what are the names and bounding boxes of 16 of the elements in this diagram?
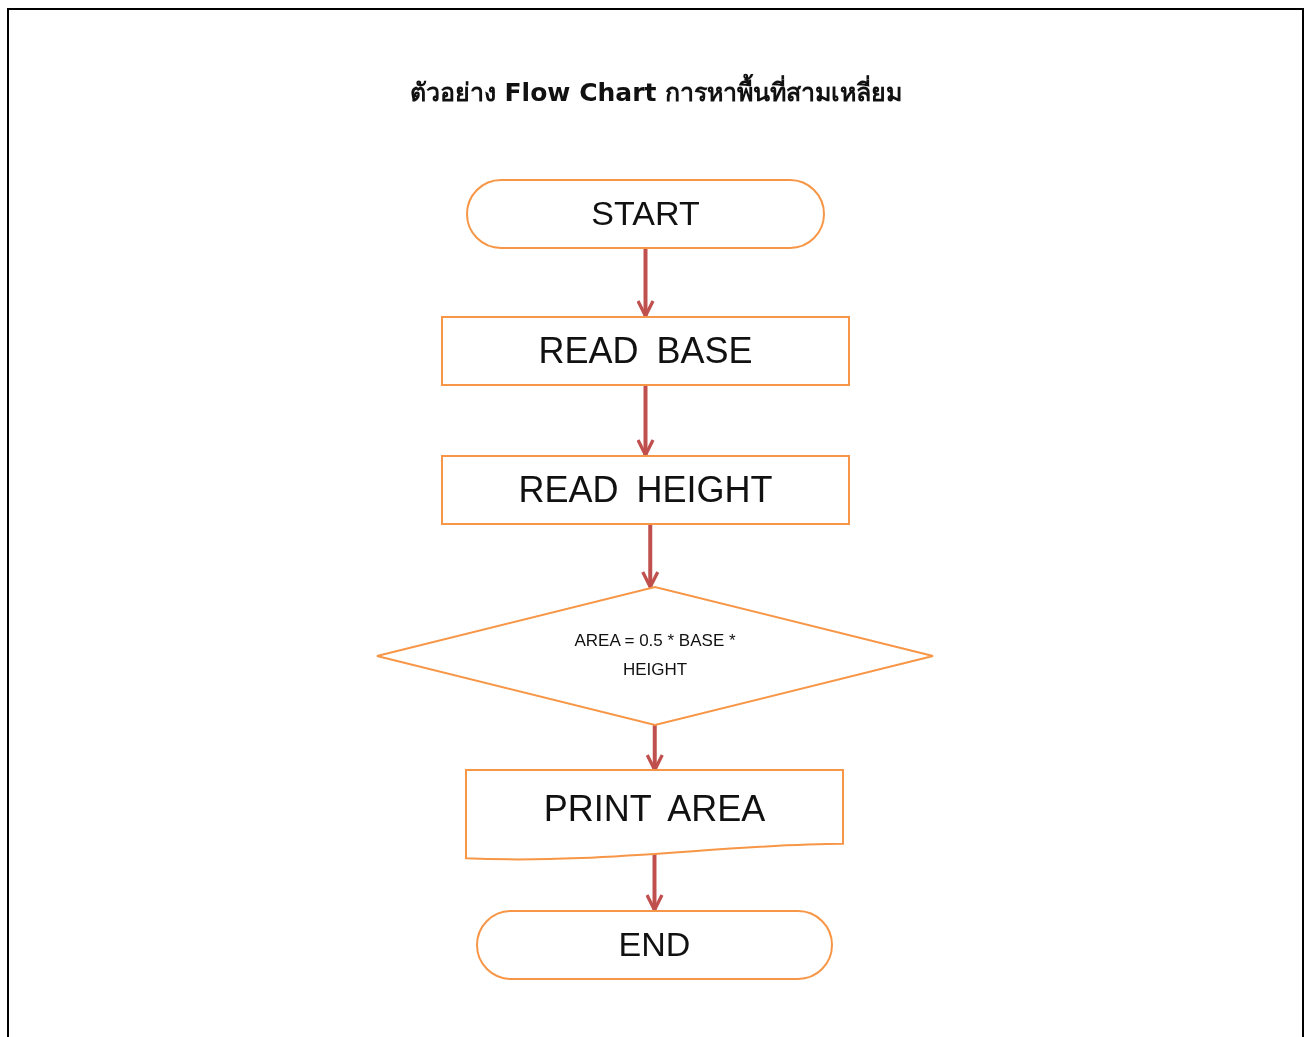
arrow xyxy=(636,386,655,457)
arrow xyxy=(645,725,664,772)
process-box xyxy=(441,316,850,386)
node-label: READ BASE xyxy=(538,329,753,374)
title: ตัวอย่าง Flow Chart การหาพื้นที่สามเหลี่ยม xyxy=(0,72,1312,112)
decision-diamond xyxy=(377,587,933,725)
node-label: AREA = 0.5 * BASE * HEIGHT xyxy=(573,630,737,681)
node-label: END xyxy=(618,924,691,966)
node-label: PRINT AREA xyxy=(543,786,766,831)
node-label: START xyxy=(591,193,700,235)
node-label: READ HEIGHT xyxy=(518,468,773,513)
arrow xyxy=(641,525,660,589)
arrow xyxy=(636,249,655,318)
process-box xyxy=(441,455,850,525)
document-box xyxy=(466,770,843,860)
arrow xyxy=(645,852,664,912)
